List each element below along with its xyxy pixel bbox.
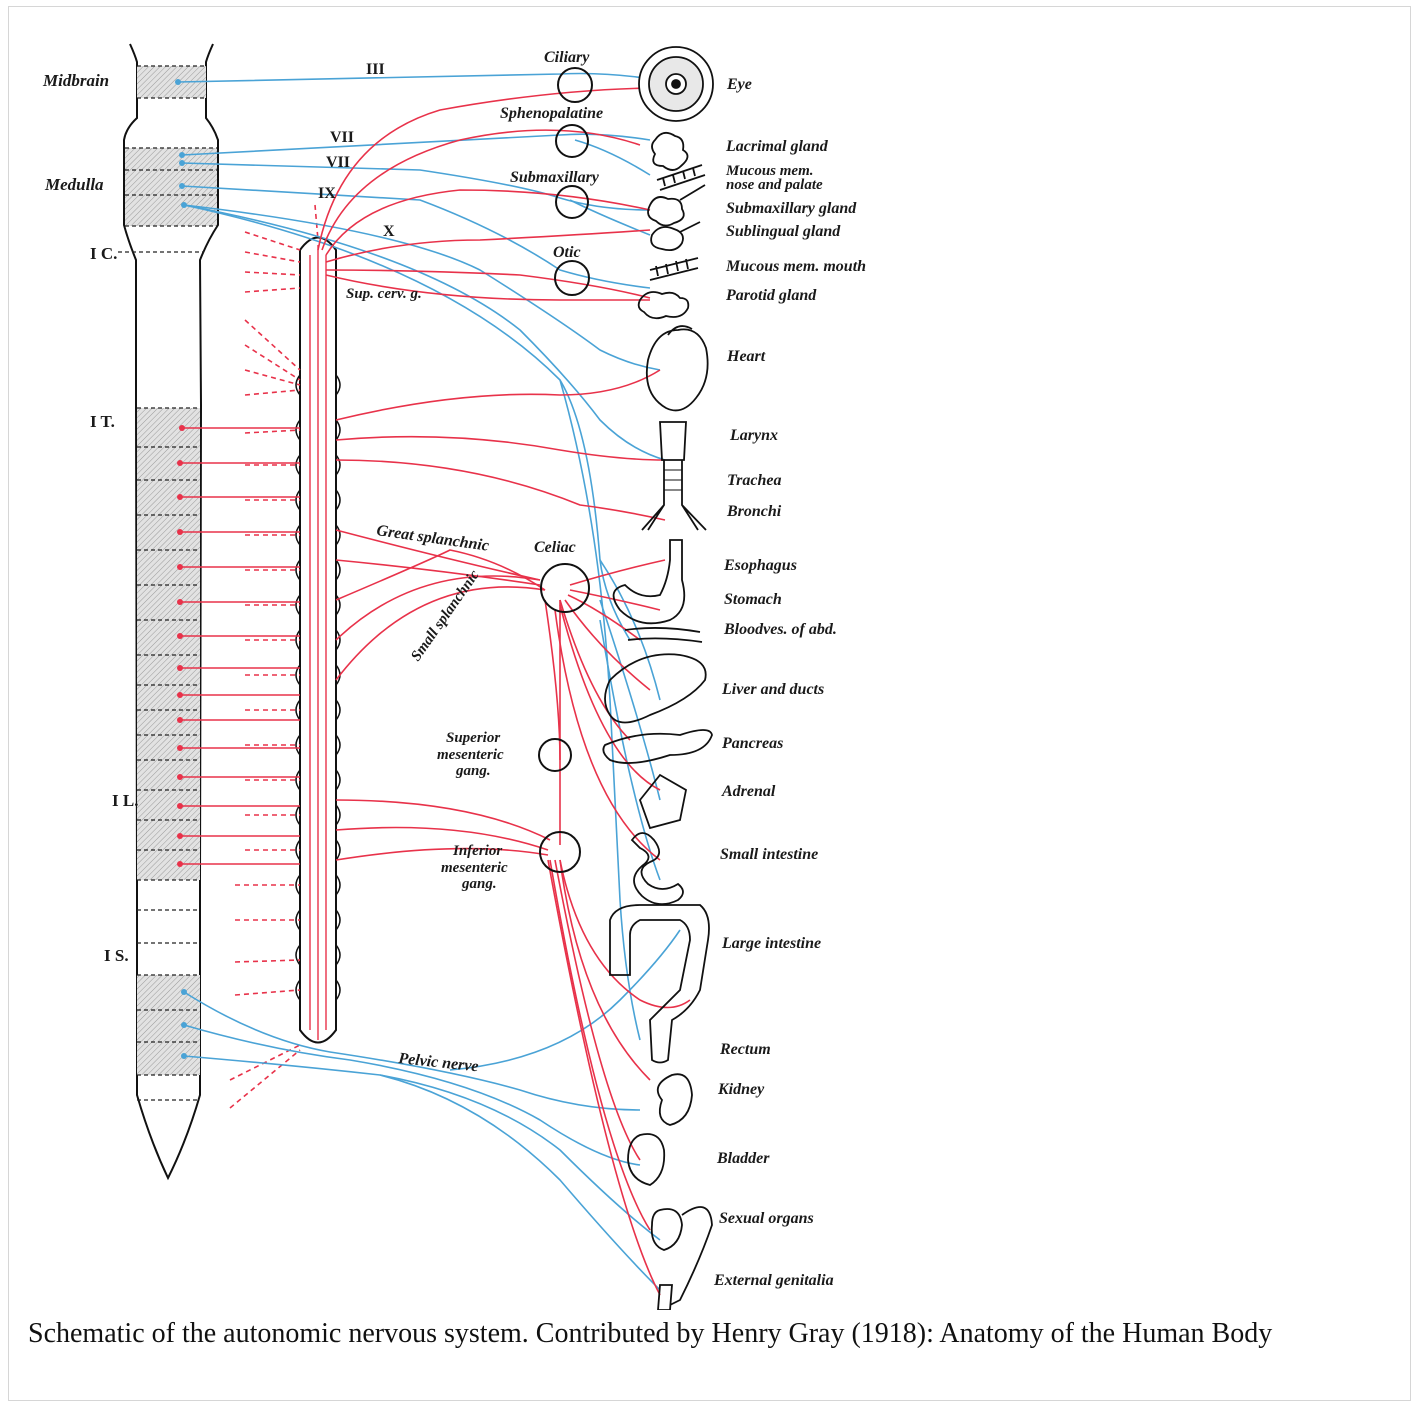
sexual-organs-icon: [652, 1207, 712, 1305]
label-nerve-ix: IX: [318, 185, 336, 202]
label-inf-mes-1: Inferior: [452, 843, 502, 859]
label-bladder: Bladder: [716, 1150, 770, 1167]
label-sup-mes-2: mesenteric: [437, 747, 504, 763]
heart-icon: [647, 326, 708, 410]
label-sexual: Sexual organs: [719, 1210, 814, 1227]
label-adrenal: Adrenal: [721, 783, 776, 800]
label-trachea: Trachea: [727, 472, 782, 489]
dashed-sympathetic-fibers: [230, 205, 318, 1108]
label-mucous-nose-2: nose and palate: [726, 177, 823, 193]
sacral-region: [137, 975, 200, 1075]
label-nerve-iii: III: [366, 61, 385, 78]
label-rectum: Rectum: [719, 1041, 771, 1058]
small-intestine-icon: [632, 833, 683, 904]
label-heart: Heart: [726, 348, 766, 365]
sphenopalatine-ganglion: [556, 125, 588, 157]
sublingual-gland-icon: [651, 222, 700, 250]
adrenal-icon: [640, 775, 686, 828]
stomach-icon: [614, 540, 685, 623]
label-pancreas: Pancreas: [721, 735, 783, 752]
label-kidney: Kidney: [717, 1081, 765, 1098]
external-genitalia-icon: [658, 1285, 672, 1310]
nose-palate-icon: [657, 165, 705, 190]
label-sup-mes-1: Superior: [446, 730, 500, 746]
label-submaxillary: Submaxillary: [510, 169, 600, 186]
label-large-intestine: Large intestine: [721, 935, 821, 952]
otic-ganglion: [555, 261, 589, 295]
label-ciliary: Ciliary: [544, 49, 590, 66]
label-submaxillary-gland: Submaxillary gland: [726, 200, 857, 217]
sympathetic-chain: [296, 238, 340, 1043]
label-otic: Otic: [553, 244, 581, 261]
label-sacral: I S.: [104, 946, 129, 965]
label-lumbar: I L.: [112, 791, 138, 810]
label-external: External genitalia: [713, 1272, 834, 1289]
label-celiac: Celiac: [534, 539, 576, 556]
label-medulla: Medulla: [44, 175, 104, 194]
kidney-icon: [658, 1074, 692, 1125]
figure-caption: Schematic of the autonomic nervous syste…: [28, 1318, 1272, 1350]
label-small-intestine: Small intestine: [720, 846, 818, 863]
label-mucous-mouth: Mucous mem. mouth: [725, 258, 866, 275]
label-lacrimal: Lacrimal gland: [725, 138, 829, 155]
celiac-ganglion: [541, 564, 589, 612]
label-liver: Liver and ducts: [721, 681, 824, 698]
parotid-gland-icon: [639, 292, 689, 318]
larynx-icon: [660, 422, 686, 460]
label-nerve-vii-b: VII: [326, 154, 350, 171]
label-sublingual: Sublingual gland: [726, 223, 841, 240]
label-bronchi: Bronchi: [726, 503, 782, 520]
label-nerve-x: X: [383, 223, 395, 240]
label-bloodves: Bloodves. of abd.: [723, 621, 837, 638]
label-midbrain: Midbrain: [42, 71, 109, 90]
label-sphenopalatine: Sphenopalatine: [500, 105, 603, 122]
organ-labels: Eye Lacrimal gland Mucous mem. nose and …: [713, 76, 866, 1289]
eye-icon: [639, 47, 713, 121]
superior-mesenteric-ganglion: [539, 739, 571, 771]
label-larynx: Larynx: [729, 427, 778, 444]
label-sup-cerv: Sup. cerv. g.: [346, 286, 422, 302]
label-esophagus: Esophagus: [723, 557, 797, 574]
label-great-splanchnic: Great splanchnic: [375, 522, 490, 555]
label-nerve-vii-a: VII: [330, 129, 354, 146]
thoracolumbar-region: [137, 408, 200, 880]
spinal-cord: [118, 44, 218, 1178]
autonomic-nervous-system-diagram: Midbrain Medulla I C. I T. I L. I S. III…: [0, 0, 1418, 1310]
pancreas-icon: [603, 730, 712, 763]
submaxillary-gland-icon: [648, 185, 705, 226]
ganglia: [539, 68, 592, 872]
label-inf-mes-3: gang.: [461, 876, 497, 892]
large-intestine-icon: [610, 905, 709, 1063]
bladder-icon: [628, 1134, 664, 1185]
label-cervical: I C.: [90, 244, 117, 263]
sacral-parasympathetic: [184, 930, 680, 1290]
label-eye: Eye: [726, 76, 752, 93]
label-parotid: Parotid gland: [725, 287, 817, 304]
cranial-parasympathetic: [178, 74, 665, 1041]
label-inf-mes-2: mesenteric: [441, 860, 508, 876]
lacrimal-gland-icon: [652, 133, 688, 170]
label-small-splanchnic: Small splanchnic: [408, 567, 483, 664]
mouth-mucosa-icon: [650, 258, 698, 280]
label-thoracic: I T.: [90, 412, 115, 431]
label-stomach: Stomach: [724, 591, 782, 608]
label-sup-mes-3: gang.: [455, 763, 491, 779]
nerve-labels: III VII VII IX X Sup. cerv. g. Great spl…: [318, 61, 490, 1075]
